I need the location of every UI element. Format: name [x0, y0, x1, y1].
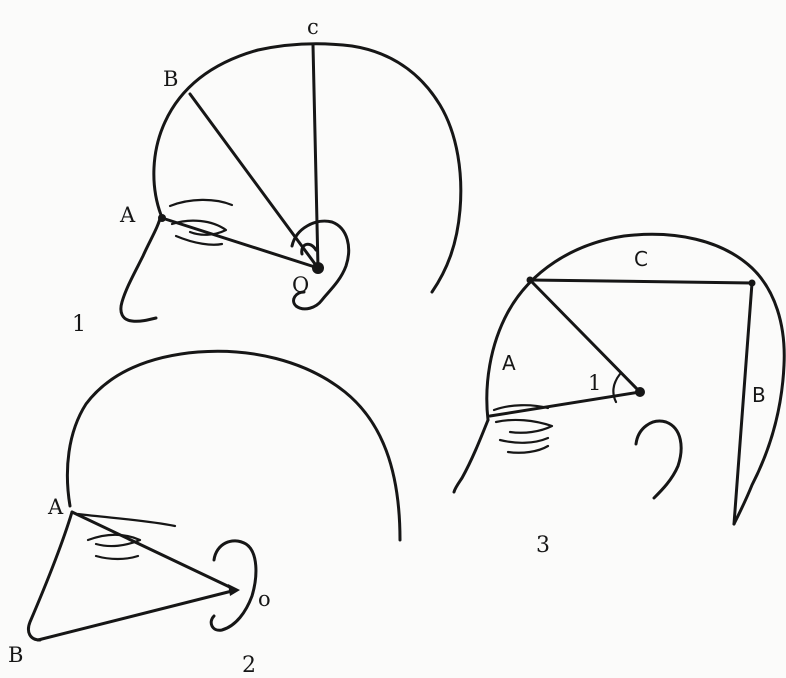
figure-3-ear — [636, 421, 681, 498]
figure-2-label-B: B — [8, 643, 23, 667]
figure-2-line-B-O — [38, 590, 236, 640]
figure-3-center-point — [635, 387, 645, 397]
figure-3-face-profile — [454, 420, 488, 492]
figure-2-label-O: o — [258, 587, 271, 611]
figure-3-number: 3 — [536, 533, 550, 558]
figure-3-angle-arc — [613, 374, 620, 402]
figure-3-line-eye-center — [490, 392, 640, 416]
figure-1: c B A O 1 — [72, 15, 461, 337]
figure-1-label-A: A — [119, 203, 136, 227]
figure-1-label-C: c — [307, 15, 319, 39]
figure-2-head-outline — [67, 351, 400, 540]
figure-2-number: 2 — [242, 653, 256, 678]
figure-2-line-A-O — [72, 512, 236, 590]
figure-1-line-O-A — [162, 218, 318, 268]
figure-1-point-A — [158, 214, 166, 222]
figure-1-point-O — [312, 262, 324, 274]
figure-3-line-A — [530, 280, 640, 392]
figure-3-angle-label: 1 — [588, 371, 601, 395]
figure-3-label-A: A — [502, 351, 516, 375]
figure-2-arrowhead — [228, 584, 240, 596]
figure-3-eye — [494, 405, 552, 453]
figure-2: A o B 2 — [8, 351, 400, 678]
figure-2-face-profile — [28, 512, 72, 640]
figure-3-label-C: C — [634, 247, 648, 271]
figure-2-label-A: A — [47, 495, 64, 519]
figure-3-corner-left — [527, 277, 534, 284]
figure-1-label-B: B — [163, 67, 178, 91]
figure-1-line-O-C — [313, 45, 318, 268]
figure-3-corner-right — [749, 280, 756, 287]
figure-2-ear — [211, 541, 256, 630]
figure-1-label-O: O — [292, 273, 309, 297]
figure-1-number: 1 — [72, 312, 86, 337]
figure-1-face-profile — [121, 215, 161, 321]
figure-1-line-O-B — [190, 94, 318, 268]
figure-3-line-C — [530, 280, 752, 283]
figure-3-label-B: B — [752, 383, 766, 407]
figure-3: C A 1 B 3 — [454, 234, 784, 558]
